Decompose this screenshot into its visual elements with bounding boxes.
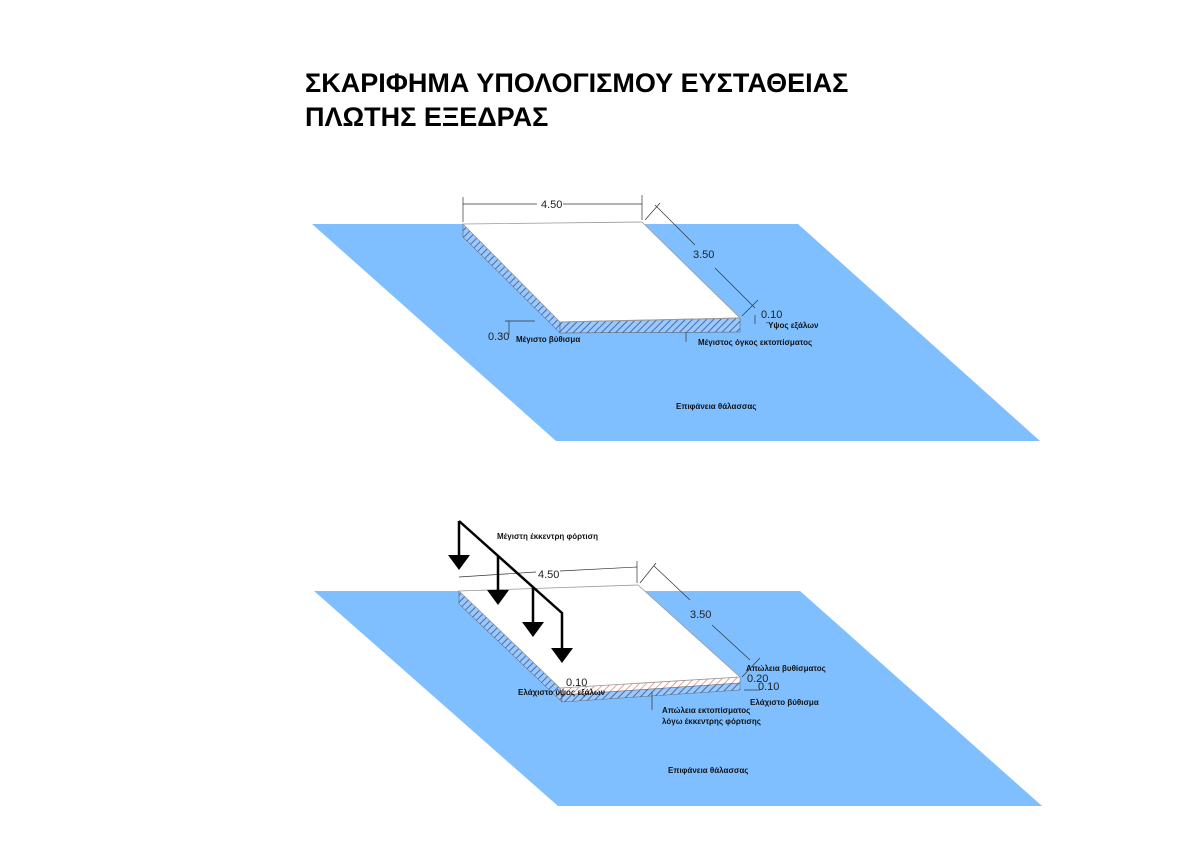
platform-front-blue-hatch <box>561 682 741 703</box>
top-depth-dim: 3.50 <box>693 249 714 261</box>
top-displacement-label: Μέγιστος όγκος εκτοπίσματος <box>698 338 812 347</box>
top-freeboard-label: Ύψος εξάλων <box>766 321 819 330</box>
draft-loss-label: Απώλεια βυθίσματος <box>746 664 826 673</box>
top-draft-dim: 0.30 <box>488 331 509 343</box>
arrow-down-icon <box>522 622 544 637</box>
arrow-down-icon <box>448 555 470 570</box>
min-draft-dim: 0.10 <box>758 681 779 693</box>
top-width-dim: 4.50 <box>541 199 562 211</box>
load-label: Μέγιστη έκκεντρη φόρτιση <box>497 532 598 541</box>
displacement-loss-label-1: Απώλεια εκτοπίσματος <box>662 706 750 715</box>
bottom-sketch: Μέγιστη έκκεντρη φόρτιση 4.50 3.50 Απώλε… <box>314 520 1042 806</box>
min-draft-label: Ελάχιστο βύθισμα <box>750 698 819 707</box>
draft-loss-dim: 0.20 <box>747 673 768 685</box>
top-sea-label: Επιφάνεια θάλασσας <box>676 402 756 411</box>
sea-surface-bottom <box>314 591 1042 806</box>
bottom-width-dim: 4.50 <box>538 569 559 581</box>
top-draft-label: Μέγιστο βύθισμα <box>516 335 580 344</box>
eccentric-load <box>457 520 564 648</box>
top-sketch: 4.50 3.50 0.10 Ύψος εξάλων 0.30 Μέγιστο … <box>312 195 1040 441</box>
platform-top <box>458 584 741 689</box>
title-line-2: ΠΛΩΤΗΣ ΕΞΕΔΡΑΣ <box>305 102 549 132</box>
arrow-down-icon <box>551 648 573 663</box>
arrow-down-icon <box>487 590 509 605</box>
min-freeboard-label: Ελάχιστο ύψος εξάλων <box>518 688 606 697</box>
displacement-loss-label-2: λόγω έκκεντρης φόρτισης <box>662 717 761 726</box>
title-line-1: ΣΚΑΡΙΦΗΜΑ ΥΠΟΛΟΓΙΣΜΟΥ ΕΥΣΤΑΘΕΙΑΣ <box>305 68 849 98</box>
bottom-depth-dim: 3.50 <box>690 609 711 621</box>
load-arrowheads <box>448 555 573 663</box>
top-freeboard-dim: 0.10 <box>761 309 782 321</box>
bottom-sea-label: Επιφάνεια θάλασσας <box>668 766 748 775</box>
min-freeboard-dim: 0.10 <box>566 677 587 689</box>
